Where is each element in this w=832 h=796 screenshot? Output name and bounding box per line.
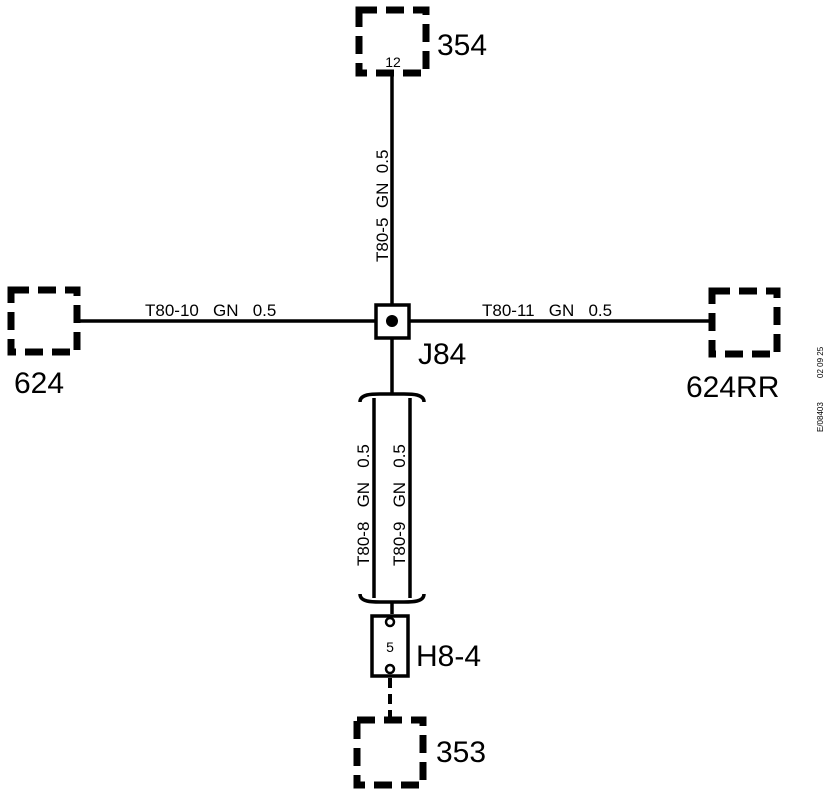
component-box-624	[7, 286, 81, 356]
wire-label-bottom-a: T80-8 GN 0.5	[354, 444, 373, 566]
top-pin-label: 12	[385, 54, 401, 70]
component-box-353	[353, 716, 427, 789]
wire-label-right: T80-11 GN 0.5	[482, 301, 612, 320]
wire-label-top: T80-5 GN 0.5	[373, 150, 392, 262]
component-label-353: 353	[436, 736, 486, 769]
connector-terminal-bottom	[384, 663, 396, 675]
connector-label: H8-4	[416, 640, 481, 673]
component-label-354: 354	[437, 29, 487, 62]
splice-bracket-top	[358, 392, 426, 403]
junction-dot	[386, 315, 398, 327]
junction-label: J84	[418, 338, 466, 371]
component-label-624rr: 624RR	[686, 371, 779, 404]
reference-date: 02 09 25	[816, 346, 825, 378]
connector-terminal-top	[384, 616, 396, 628]
reference-code: E/08403	[816, 402, 825, 432]
component-label-624: 624	[14, 367, 64, 400]
connector-pin-label: 5	[386, 639, 394, 655]
splice-bracket-bottom	[358, 593, 426, 604]
wire-label-left: T80-10 GN 0.5	[145, 301, 276, 320]
component-box-624rr	[708, 287, 781, 358]
wire-label-bottom-b: T80-9 GN 0.5	[390, 444, 409, 566]
